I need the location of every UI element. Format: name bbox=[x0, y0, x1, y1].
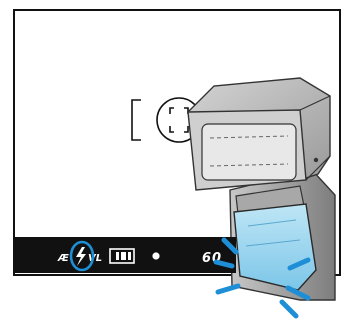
fv-lock-label: VL bbox=[88, 253, 102, 264]
metering-bar-right bbox=[128, 252, 131, 260]
emission-line-4 bbox=[287, 257, 311, 271]
flash-tube-window bbox=[201, 123, 297, 181]
flash-icon-highlight-ring bbox=[69, 240, 95, 272]
af-point-marks bbox=[169, 107, 189, 133]
af-bracket-left bbox=[131, 99, 141, 141]
emission-line-5 bbox=[285, 285, 311, 301]
flash-unit bbox=[186, 77, 336, 301]
af-assist-pattern bbox=[245, 219, 301, 247]
viewfinder-info-bar: Æ VL 60 bbox=[14, 237, 236, 273]
flash-head-screw bbox=[313, 157, 319, 163]
metering-box bbox=[109, 248, 135, 264]
metering-bar-center bbox=[121, 252, 126, 260]
af-assist-window bbox=[233, 203, 317, 291]
flash-head-side-seam bbox=[299, 95, 331, 181]
info-bar-background bbox=[14, 237, 226, 273]
focus-confirm-icon bbox=[152, 252, 160, 260]
flash-tube-lines bbox=[209, 135, 289, 167]
metering-bar-left bbox=[116, 252, 119, 260]
emission-line-2 bbox=[213, 259, 235, 269]
af-assist-emission-lines bbox=[213, 237, 311, 319]
flash-ready-icon bbox=[76, 247, 86, 266]
emission-line-3 bbox=[215, 283, 241, 295]
af-lock-icon: Æ bbox=[57, 253, 69, 264]
info-bar-extension bbox=[226, 237, 236, 273]
emission-line-6 bbox=[279, 299, 299, 319]
emission-line-1 bbox=[221, 237, 239, 255]
